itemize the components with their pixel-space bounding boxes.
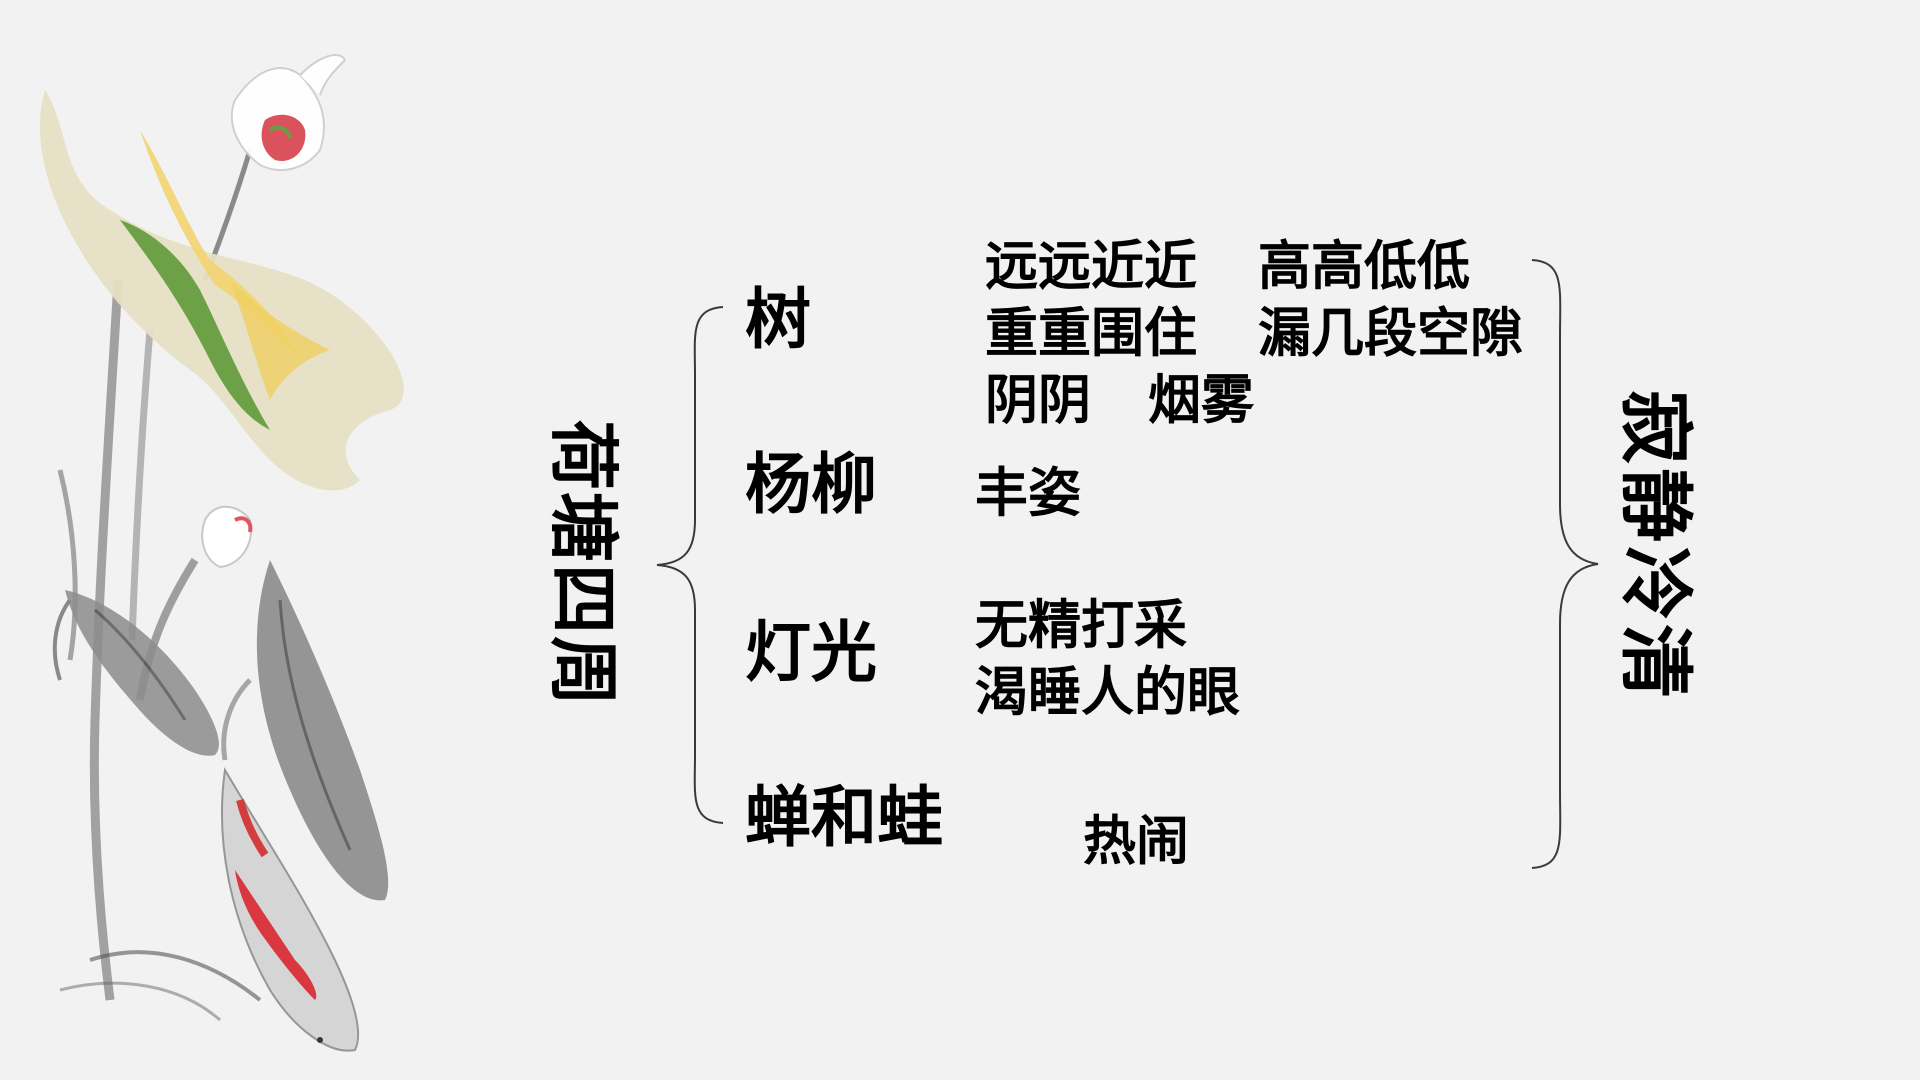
item-tree-desc-5: 阴阴 (985, 370, 1091, 431)
item-willow-desc-1: 丰姿 (975, 463, 1081, 524)
lotus-koi-ink-painting-icon (39, 54, 404, 1052)
item-tree-desc-1: 远远近近 (985, 236, 1197, 297)
topic-title: 荷塘四周 (542, 420, 624, 708)
item-lamplight-desc-1: 无精打采 (975, 595, 1187, 656)
item-lamplight-desc-2: 渴睡人的眼 (975, 662, 1240, 723)
left-brace (656, 306, 724, 824)
item-tree-label: 树 (745, 281, 811, 358)
item-tree-desc-6: 烟雾 (1148, 370, 1254, 431)
item-cicada-frog-desc-1: 热闹 (1083, 811, 1189, 872)
item-cicada-frog-label: 蝉和蛙 (745, 779, 943, 856)
conclusion-title: 寂静冷清 (1612, 390, 1698, 702)
item-lamplight-label: 灯光 (745, 614, 877, 691)
item-tree-desc-3: 重重围住 (985, 303, 1197, 364)
item-tree-desc-4: 漏几段空隙 (1258, 303, 1523, 364)
item-tree-desc-2: 高高低低 (1258, 236, 1470, 297)
right-brace (1531, 259, 1599, 869)
item-willow-label: 杨柳 (745, 446, 877, 523)
